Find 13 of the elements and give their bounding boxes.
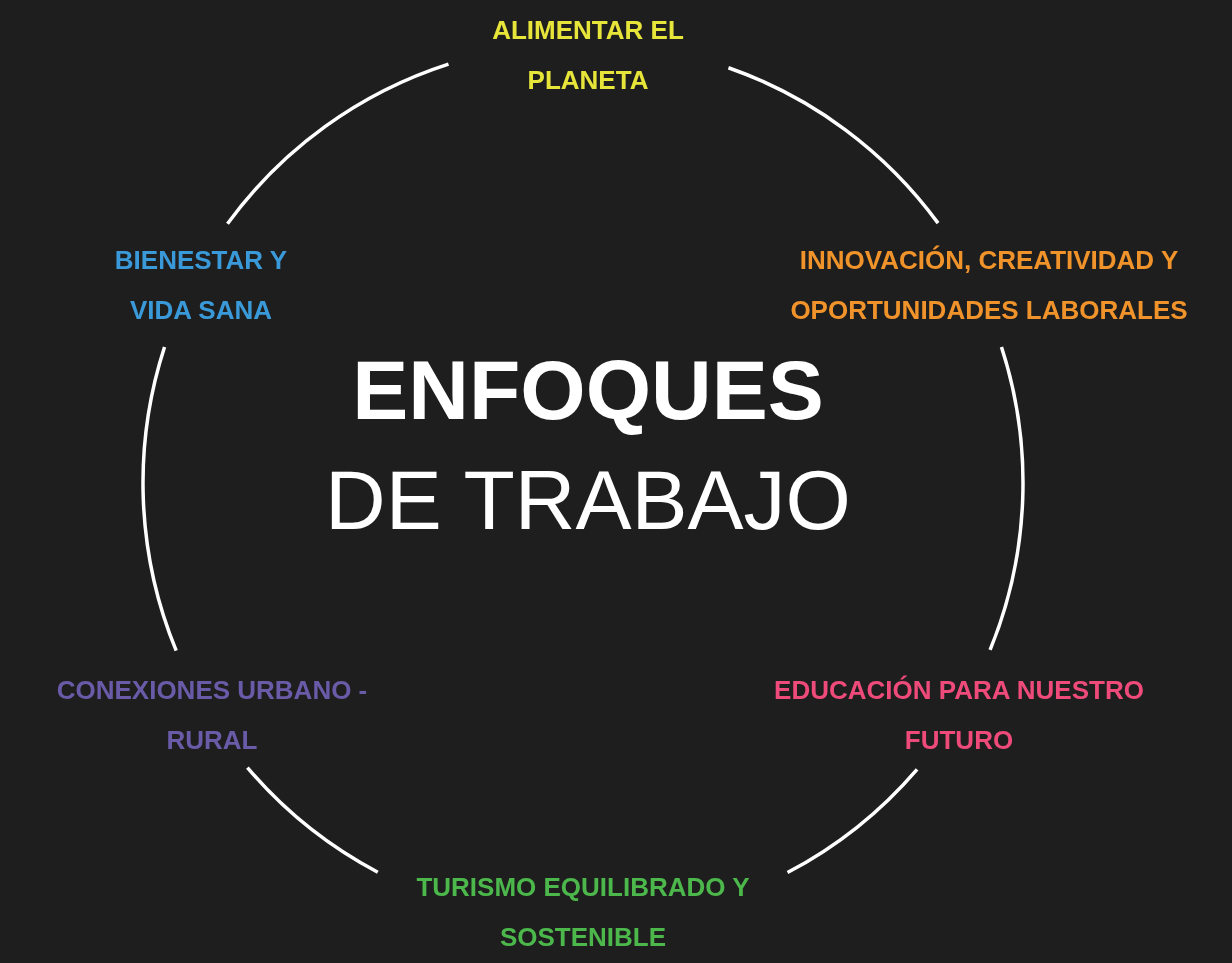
focus-area-label: EDUCACIÓN PARA NUESTRO FUTURO (739, 665, 1179, 765)
focus-area-label: ALIMENTAR EL PLANETA (473, 5, 703, 105)
focus-area-label: BIENESTAR Y VIDA SANA (91, 235, 311, 335)
focus-area-label: TURISMO EQUILIBRADO Y SOSTENIBLE (373, 862, 793, 962)
circle-arc-connector (226, 62, 450, 225)
focus-area-label: CONEXIONES URBANO - RURAL (22, 665, 402, 765)
diagram-title: ENFOQUES DE TRABAJO (324, 342, 852, 549)
circle-arc-connector (786, 768, 919, 875)
circle-arc-connector (141, 346, 178, 652)
circle-arc-connector (988, 346, 1025, 651)
circle-arc-connector (246, 766, 379, 874)
circle-arc-connector (727, 66, 940, 225)
focus-area-label: INNOVACIÓN, CREATIVIDAD Y OPORTUNIDADES LABORALES (754, 235, 1224, 335)
